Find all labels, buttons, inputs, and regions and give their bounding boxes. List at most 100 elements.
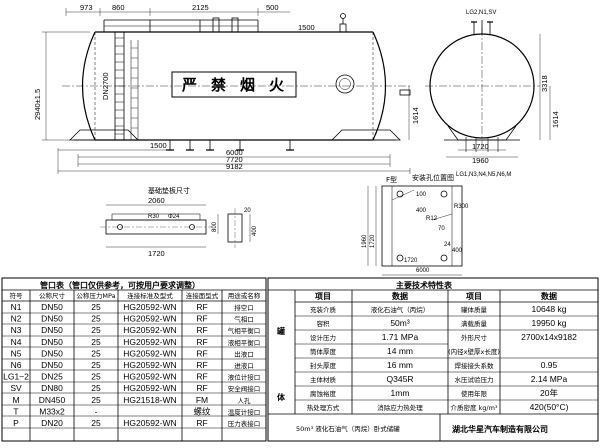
nozzle-cell: RF xyxy=(196,337,207,347)
install-dim-1720b: 1720 xyxy=(404,258,418,264)
nozzle-cell: 25 xyxy=(91,372,101,382)
spec-cell: 外形尺寸 xyxy=(461,333,488,342)
nozzle-table-title: 管口表（管口仅供参考，可按用户要求调整） xyxy=(40,280,200,290)
spec-cell: 2700x14x9182 xyxy=(521,332,577,342)
nozzle-cell: 螺纹 xyxy=(193,406,211,416)
found-dim-r30: R30 xyxy=(148,214,160,220)
spec-table-grid xyxy=(267,277,599,442)
spec-cell: 50m³ xyxy=(390,318,410,328)
nozzle-cell: HG20592-WN xyxy=(123,314,176,324)
spec-header-cell: 数据 xyxy=(392,291,408,301)
nozzle-cell: HG20592-WN xyxy=(123,383,176,393)
end-dim-1960: 1960 xyxy=(472,156,489,165)
nozzle-table-grid xyxy=(1,277,267,442)
nozzle-header-cell: 连接标准及型式 xyxy=(127,291,173,300)
banner-char-3: 烟 xyxy=(240,76,255,94)
nozzle-cell: HG20592-WN xyxy=(123,360,176,370)
nozzle-header-cell: 公称尺寸 xyxy=(39,291,66,300)
nozzle-header-cell: 连接面型式 xyxy=(186,291,219,300)
spec-cell: 1.71 MPa xyxy=(382,332,419,342)
foundation-title: 基础垫板尺寸 xyxy=(148,186,190,195)
nozzle-cell: RF xyxy=(196,325,207,335)
nozzle-cell: DN50 xyxy=(41,348,63,358)
tank-elevation xyxy=(62,13,411,151)
spec-cell: 2.14 MPa xyxy=(531,374,568,384)
nozzle-cell: SV xyxy=(10,383,22,393)
nozzle-cell: N6 xyxy=(11,360,22,370)
nozzle-cell: LG1~2 xyxy=(3,372,29,382)
install-dim-r12: R12 xyxy=(426,216,438,222)
install-dim-400b: 400 xyxy=(452,248,463,254)
spec-cell: 14 mm xyxy=(387,346,413,356)
spec-cell: 主体材质 xyxy=(310,375,337,384)
dim-9182: 9182 xyxy=(226,162,243,171)
nozzle-cell: 25 xyxy=(91,383,101,393)
nozzle-cell: DN50 xyxy=(41,314,63,324)
nozzle-cell: 进液口 xyxy=(234,361,254,370)
nozzle-cell: 25 xyxy=(91,302,101,312)
nozzle-header-cell: 公称压力MPa xyxy=(76,291,115,300)
nozzle-cell: N4 xyxy=(11,337,22,347)
banner-char-2: 禁 xyxy=(211,76,226,94)
nozzle-cell: 温度计接口 xyxy=(228,407,261,416)
spec-cell: 容积 xyxy=(317,319,331,328)
nozzle-cell: HG20592-WN xyxy=(123,372,176,382)
nozzle-header-cell: 用途或名称 xyxy=(228,291,261,300)
nozzle-cell: RF xyxy=(196,372,207,382)
nozzle-cell: P xyxy=(13,418,19,428)
nozzle-cell: HG20592-WN xyxy=(123,348,176,358)
dim-1500-top: 1500 xyxy=(298,23,315,32)
found-dim-2060: 2060 xyxy=(148,196,165,205)
spec-cell: 筒体厚度 xyxy=(310,347,337,356)
foundation-plate xyxy=(100,204,251,248)
spec-cell: 封头厚度 xyxy=(310,361,337,370)
nozzle-cell: DN50 xyxy=(41,302,63,312)
spec-side-label-1: 罐 xyxy=(276,326,285,336)
install-dim-100: 100 xyxy=(416,192,427,198)
nozzle-header-cell: 符号 xyxy=(10,291,24,300)
dim-7720: 7720 xyxy=(226,155,243,164)
spec-footer-right: 湖北华星汽车制造有限公司 xyxy=(452,424,548,434)
nozzle-cell: DN80 xyxy=(41,383,63,393)
nozzle-cell: - xyxy=(95,406,98,416)
install-dim-1960: 1960 xyxy=(362,234,368,248)
nozzle-cell: 25 xyxy=(91,348,101,358)
nozzle-cell: M xyxy=(12,395,19,405)
nozzle-cell: RF xyxy=(196,418,207,428)
spec-cell: (内径x壁厚x长度) xyxy=(448,347,500,356)
end-top-labels: LG2,N1,SV xyxy=(466,10,496,16)
found-dim-400: 400 xyxy=(252,225,258,236)
nozzle-cell: HG20592-WN xyxy=(123,337,176,347)
spec-table-title: 主要技术特性表 xyxy=(396,280,453,290)
nozzle-cell: N5 xyxy=(11,348,22,358)
nozzle-cell: 气相口 xyxy=(234,315,254,324)
nozzle-cell: HG20592-WN xyxy=(123,302,176,312)
install-dim-24: 24 xyxy=(444,242,451,248)
nozzle-cell: 25 xyxy=(91,337,101,347)
end-dim-3318: 3318 xyxy=(540,75,549,92)
spec-cell: 19950 kg xyxy=(532,318,567,328)
spec-header-cell: 项目 xyxy=(315,292,331,301)
nozzle-cell: 25 xyxy=(91,325,101,335)
spec-cell: 设计压力 xyxy=(310,333,336,342)
dim-1500-bottom: 1500 xyxy=(150,141,167,150)
install-dim-1720a: 1720 xyxy=(370,234,376,248)
spec-cell: 420(50°C) xyxy=(530,402,569,412)
spec-cell: Q345R xyxy=(387,374,414,384)
nozzle-cell: RF xyxy=(196,314,207,324)
nozzle-cell: T xyxy=(13,406,18,416)
spec-cell: 腐蚀裕度 xyxy=(310,389,337,398)
found-dim-800: 800 xyxy=(212,221,218,232)
nozzle-cell: HG20592-WN xyxy=(123,325,176,335)
spec-cell: 焊接接头系数 xyxy=(455,361,495,370)
spec-header-cell: 项目 xyxy=(466,292,482,301)
nozzle-cell: DN50 xyxy=(41,325,63,335)
banner-char-4: 火 xyxy=(269,76,285,94)
nozzle-cell: RF xyxy=(196,383,207,393)
spec-cell: 20年 xyxy=(540,388,558,398)
nozzle-cell: 25 xyxy=(91,360,101,370)
nozzle-cell: 25 xyxy=(91,314,101,324)
